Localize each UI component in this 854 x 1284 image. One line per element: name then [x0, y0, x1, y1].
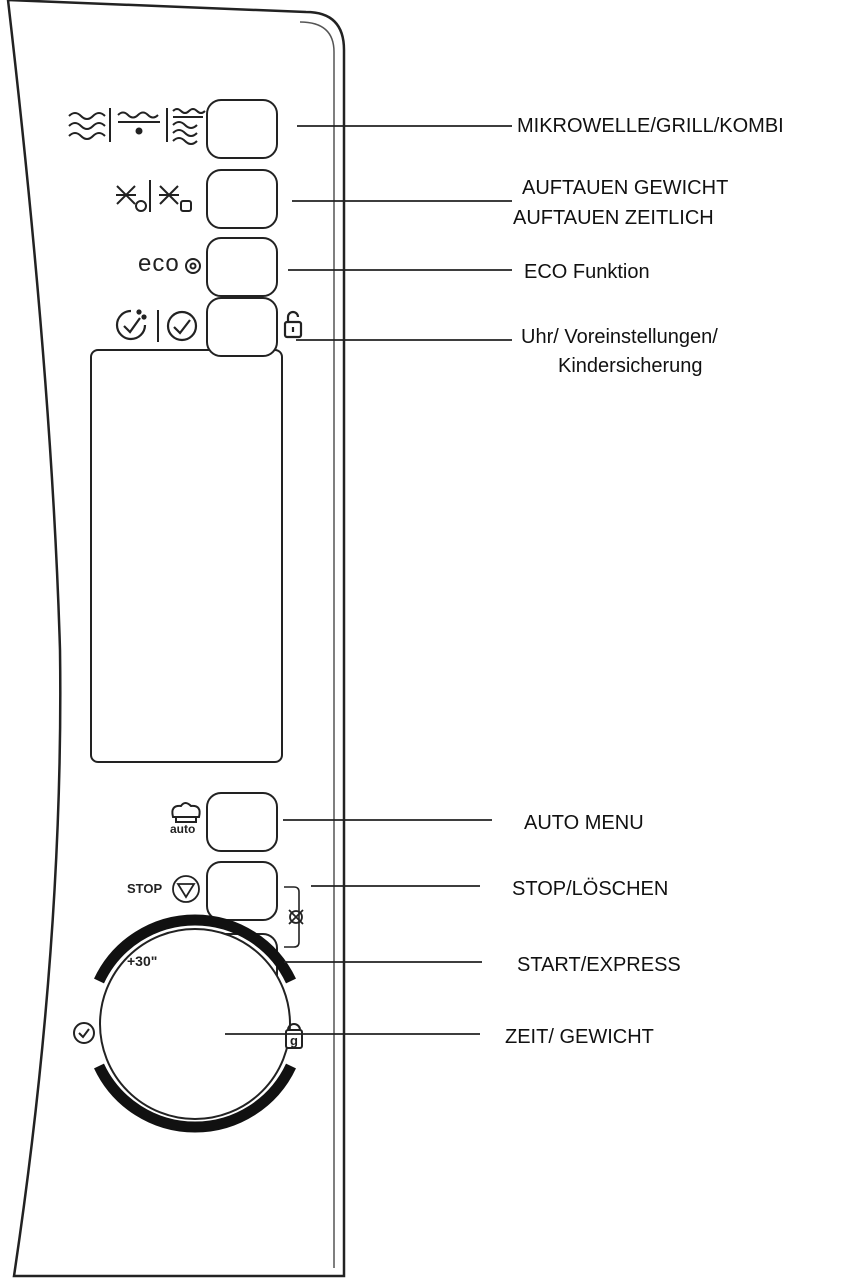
- display-window: [90, 349, 283, 763]
- combi-icon: [172, 108, 206, 145]
- defrost-weight-icon: [116, 185, 147, 212]
- mode-button[interactable]: [206, 99, 278, 159]
- stop-icon: [172, 875, 200, 903]
- plus30-panel-label: +30": [127, 953, 158, 969]
- dial-weight-glyph: g: [290, 1033, 298, 1048]
- lock-icon: [283, 310, 303, 339]
- microwave-waves-icon: [68, 112, 106, 140]
- callout-dial: ZEIT/ GEWICHT: [505, 1026, 654, 1048]
- callout-eco: ECO Funktion: [524, 261, 650, 283]
- eco-button[interactable]: [206, 237, 278, 297]
- auto-panel-label: auto: [170, 822, 196, 836]
- defrost-time-icon: [159, 185, 192, 212]
- callout-defrost-time: AUFTAUEN ZEITLICH: [513, 207, 714, 229]
- panel-outline: [6, 0, 346, 1278]
- clock-button[interactable]: [206, 297, 278, 357]
- callout-clock-line1: Uhr/ Voreinstellungen/: [521, 326, 718, 348]
- cancel-icon: [288, 909, 304, 925]
- callout-defrost-weight: AUFTAUEN GEWICHT: [522, 177, 729, 199]
- callout-stop: STOP/LÖSCHEN: [512, 878, 669, 900]
- callout-auto-menu: AUTO MENU: [524, 812, 644, 834]
- dial-ring-bottom: [94, 1063, 296, 1133]
- auto-menu-button[interactable]: [206, 792, 278, 852]
- callout-clock-line2: Kindersicherung: [558, 355, 703, 377]
- callout-start: START/EXPRESS: [517, 954, 681, 976]
- clock-icon: [166, 310, 198, 342]
- time-weight-dial[interactable]: [99, 928, 291, 1120]
- defrost-button[interactable]: [206, 169, 278, 229]
- callout-mode: MIKROWELLE/GRILL/KOMBI: [517, 115, 784, 137]
- dial-ring-top: [94, 914, 296, 984]
- combo-bracket: [284, 886, 300, 948]
- eco-icon: [185, 258, 201, 274]
- eco-panel-label: eco: [138, 250, 180, 277]
- dial-clock-icon: [73, 1022, 95, 1044]
- panel-inner-edge: [299, 21, 335, 1268]
- preset-clock-icon: [115, 309, 147, 341]
- stop-button[interactable]: [206, 861, 278, 921]
- grill-icon: [117, 111, 160, 135]
- stop-panel-label: STOP: [127, 881, 163, 896]
- chef-hat-icon: [171, 802, 201, 823]
